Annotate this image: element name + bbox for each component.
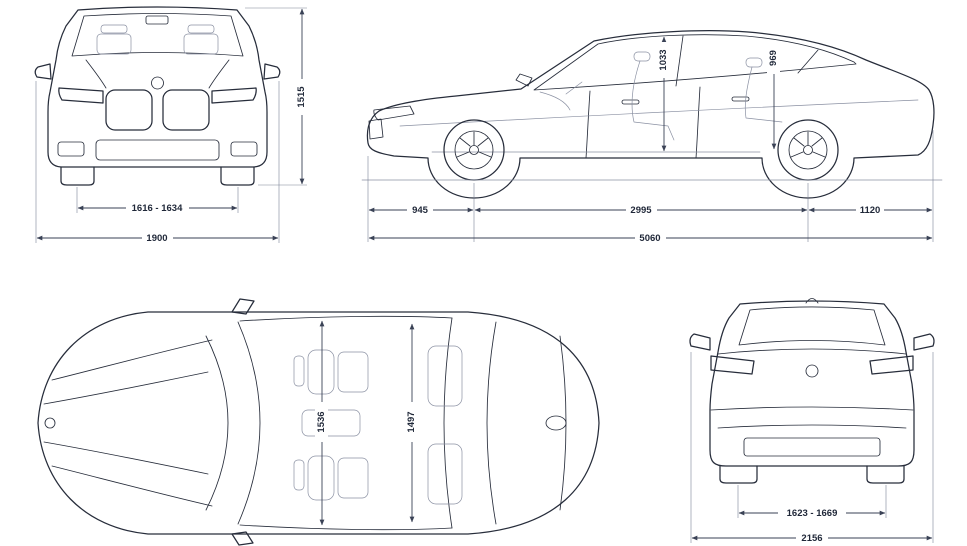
top-view-dimensions: 1536 1497 bbox=[315, 320, 418, 526]
dim-label-rear-track: 1623 - 1669 bbox=[787, 508, 838, 519]
top-windshield-inner bbox=[237, 321, 261, 525]
front-windshield bbox=[71, 13, 244, 57]
rear-wheel-left bbox=[719, 465, 758, 484]
rear-deck-line bbox=[717, 348, 907, 355]
top-rear-window-outer bbox=[486, 321, 497, 525]
rear-bumper-top-line bbox=[710, 406, 914, 411]
side-headlight bbox=[373, 105, 415, 121]
rear-antenna-fin bbox=[805, 298, 819, 304]
rear-roundel-badge bbox=[805, 364, 819, 378]
rear-lower-bumper-line bbox=[717, 424, 907, 429]
top-trunk-line bbox=[559, 335, 567, 511]
top-mirror-upper bbox=[231, 298, 255, 315]
side-interior-sketch bbox=[539, 51, 783, 141]
dim-label-rear-headroom: 969 bbox=[768, 50, 779, 66]
top-roundel-badge bbox=[44, 417, 56, 429]
side-front-grille bbox=[368, 118, 384, 140]
side-greenhouse bbox=[533, 34, 857, 91]
dim-label-front-headroom: 1033 bbox=[658, 49, 669, 70]
front-view-drawing bbox=[34, 6, 281, 186]
side-c-pillar bbox=[797, 49, 819, 74]
dim-label-rear-width-mirrors: 2156 bbox=[801, 533, 822, 544]
rear-diffuser bbox=[743, 437, 881, 457]
rear-mirror-left bbox=[689, 333, 711, 351]
top-roof-side-upper bbox=[239, 315, 453, 322]
side-body-outline bbox=[366, 30, 935, 199]
front-grille-left-kidney bbox=[105, 89, 153, 131]
dim-label-front-overall-width: 1900 bbox=[146, 233, 167, 244]
side-front-wheel bbox=[443, 119, 505, 181]
front-view-dimensions: 1515 1616 - 1634 1900 bbox=[35, 7, 308, 244]
side-rear-door-seam bbox=[695, 86, 701, 159]
front-wheel-left bbox=[60, 166, 95, 186]
side-mirror bbox=[515, 73, 533, 87]
top-rear-window-inner bbox=[443, 317, 453, 529]
front-hood-crease-right bbox=[208, 59, 230, 89]
front-seats bbox=[96, 24, 219, 55]
top-hood-lines bbox=[43, 339, 213, 507]
front-body-outline bbox=[47, 6, 268, 168]
side-b-pillar bbox=[675, 35, 684, 87]
front-side-scoop-left bbox=[57, 141, 85, 157]
dim-label-rear-interior-width: 1497 bbox=[406, 411, 417, 432]
dim-label-front-overhang: 945 bbox=[412, 205, 429, 216]
front-wheel-right bbox=[220, 166, 255, 186]
top-antenna-fin bbox=[545, 415, 567, 431]
rear-mirror-right bbox=[913, 333, 935, 351]
rear-wheel-right bbox=[866, 465, 905, 484]
dim-label-wheelbase: 2995 bbox=[630, 205, 652, 216]
dim-label-front-interior-width: 1536 bbox=[316, 411, 327, 432]
front-rearview-mirror bbox=[145, 15, 169, 25]
front-lower-intake bbox=[95, 139, 220, 161]
side-view-drawing bbox=[361, 30, 943, 199]
front-mirror-left bbox=[34, 63, 52, 80]
front-mirror-right bbox=[263, 63, 281, 80]
top-mirror-lower bbox=[231, 531, 254, 546]
dim-label-front-overall-height: 1515 bbox=[296, 86, 307, 108]
side-rear-door-handle bbox=[731, 96, 750, 102]
rear-view-dimensions: 1623 - 1669 2156 bbox=[690, 352, 934, 544]
top-body-outline bbox=[37, 311, 600, 535]
front-side-scoop-right bbox=[230, 141, 258, 157]
top-windshield-outer bbox=[205, 335, 229, 511]
front-headlight-right bbox=[211, 87, 257, 104]
front-roundel-badge bbox=[151, 76, 164, 90]
dim-label-front-track: 1616 - 1634 bbox=[132, 203, 183, 214]
side-front-door-seam bbox=[585, 90, 591, 159]
rear-body-outline bbox=[709, 300, 915, 467]
side-rear-wheel bbox=[777, 119, 839, 181]
rear-view-drawing bbox=[689, 298, 935, 484]
top-view-drawing bbox=[37, 298, 600, 546]
front-grille-right-kidney bbox=[162, 89, 210, 131]
rear-taillight-right bbox=[869, 355, 914, 375]
front-headlight-left bbox=[58, 87, 104, 104]
rear-taillight-left bbox=[710, 355, 755, 375]
dim-label-overall-length: 5060 bbox=[639, 233, 660, 244]
top-roof-side-lower bbox=[239, 524, 453, 531]
rear-window bbox=[738, 306, 886, 346]
front-hood-crease-left bbox=[85, 59, 107, 89]
side-body-crease bbox=[399, 99, 919, 127]
dim-label-rear-overhang: 1120 bbox=[860, 205, 881, 216]
side-front-door-handle bbox=[621, 99, 640, 105]
side-view-dimensions: 1033 969 945 2995 1120 5060 bbox=[367, 36, 934, 244]
